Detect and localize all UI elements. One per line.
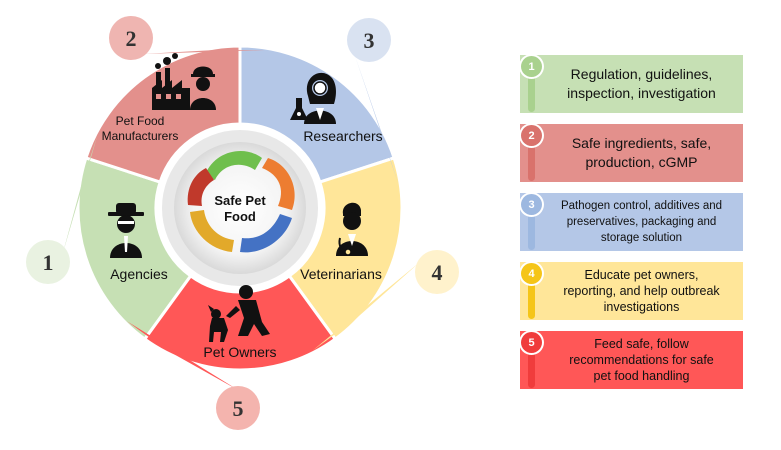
pointer-arrow-3 xyxy=(355,56,399,183)
arrows-layer xyxy=(62,49,420,390)
label-researchers: Researchers xyxy=(303,128,382,144)
legend-item-2: Safe ingredients, safe,production, cGMP … xyxy=(517,124,743,182)
label-agencies: Agencies xyxy=(110,266,168,282)
svg-text:2: 2 xyxy=(126,26,137,51)
number-badge-4: 4 xyxy=(415,250,459,294)
label-veterinarians: Veterinarians xyxy=(300,266,382,282)
svg-text:1: 1 xyxy=(43,250,54,275)
legend-box-1: Regulation, guidelines,inspection, inves… xyxy=(520,55,743,113)
number-badge-5: 5 xyxy=(216,386,260,430)
agent-icon xyxy=(108,203,144,258)
label-manufacturers-line1: Pet Food xyxy=(116,114,165,128)
center-title-line1: Safe Pet xyxy=(214,193,266,208)
scientist-icon xyxy=(290,72,336,124)
veterinarian-icon xyxy=(336,202,368,256)
center-title-line2: Food xyxy=(224,209,256,224)
legend-pin-3: 3 xyxy=(519,192,545,252)
label-manufacturers-line2: Manufacturers xyxy=(102,129,179,143)
legend-pin-4: 4 xyxy=(519,261,545,321)
legend-item-1: Regulation, guidelines,inspection, inves… xyxy=(517,55,743,113)
svg-text:4: 4 xyxy=(432,260,443,285)
legend-box-2: Safe ingredients, safe,production, cGMP xyxy=(520,124,743,182)
legend-pin-1: 1 xyxy=(519,54,545,114)
safe-pet-food-wheel: Safe Pet Food 1 2 3 4 5 xyxy=(26,16,459,430)
label-pet-owners: Pet Owners xyxy=(203,344,276,360)
legend-item-4: Educate pet owners,reporting, and help o… xyxy=(517,262,743,320)
svg-text:5: 5 xyxy=(233,396,244,421)
legend-pin-2: 2 xyxy=(519,123,545,183)
svg-text:3: 3 xyxy=(364,28,375,53)
pointer-arrow-4 xyxy=(312,262,420,351)
number-badge-1: 1 xyxy=(26,240,70,284)
segment-pet-owners xyxy=(142,273,338,372)
pet-owner-icon xyxy=(208,285,270,342)
pointer-arrow-5 xyxy=(126,321,238,390)
joined-hands-icon xyxy=(187,151,295,253)
legend-box-4: Educate pet owners,reporting, and help o… xyxy=(520,262,743,320)
factory-worker-icon xyxy=(152,53,216,110)
number-badge-2: 2 xyxy=(109,16,153,60)
legend-pin-5: 5 xyxy=(519,330,545,390)
number-badge-3: 3 xyxy=(347,18,391,62)
pointer-arrow-2 xyxy=(143,49,266,54)
pointer-arrow-1 xyxy=(62,135,98,256)
